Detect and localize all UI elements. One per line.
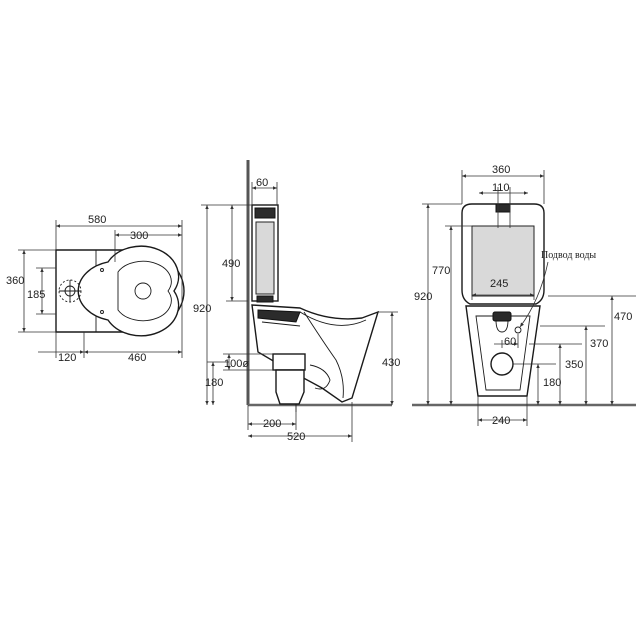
side-view: 60 490 920 100ø 180 430 200 520 [193,160,400,443]
dim-460: 460 [128,352,146,364]
dim-180-front: 180 [543,377,561,389]
dim-100-diameter: 100ø [224,358,249,370]
water-inlet-label: Подвод воды [541,250,596,261]
dim-490: 490 [222,258,240,270]
dim-360-front: 360 [492,164,510,176]
dim-520: 520 [287,431,305,443]
cistern-side [251,204,279,303]
dim-360: 360 [6,275,24,287]
dim-470: 470 [614,311,632,323]
dim-580: 580 [88,214,106,226]
dim-350: 350 [565,359,583,371]
dim-770: 770 [432,265,450,277]
front-view: 360 110 770 920 245 60 Подвод воды 470 3… [412,164,636,427]
dim-300: 300 [130,230,148,242]
dim-200: 200 [263,418,281,430]
dim-110: 110 [492,182,510,194]
bowl-front [465,305,541,397]
dim-245: 245 [490,278,508,290]
plan-view: 580 300 360 185 120 460 [6,214,185,364]
dim-185: 185 [27,289,45,301]
dim-60-front: 60 [504,336,516,348]
water-inlet-icon [514,326,522,334]
dim-60-side: 60 [256,177,268,189]
drain-pipe-side [272,353,306,412]
cistern-front [461,203,545,305]
dim-120: 120 [58,352,76,364]
dim-370: 370 [590,338,608,350]
toilet-plan-outline [55,245,185,337]
bowl-side [251,304,380,403]
flush-button-icon [58,279,82,303]
dim-920-side: 920 [193,303,211,315]
dim-240: 240 [492,415,510,427]
dim-430: 430 [382,357,400,369]
dim-920-front: 920 [414,291,432,303]
dim-180-side: 180 [205,377,223,389]
